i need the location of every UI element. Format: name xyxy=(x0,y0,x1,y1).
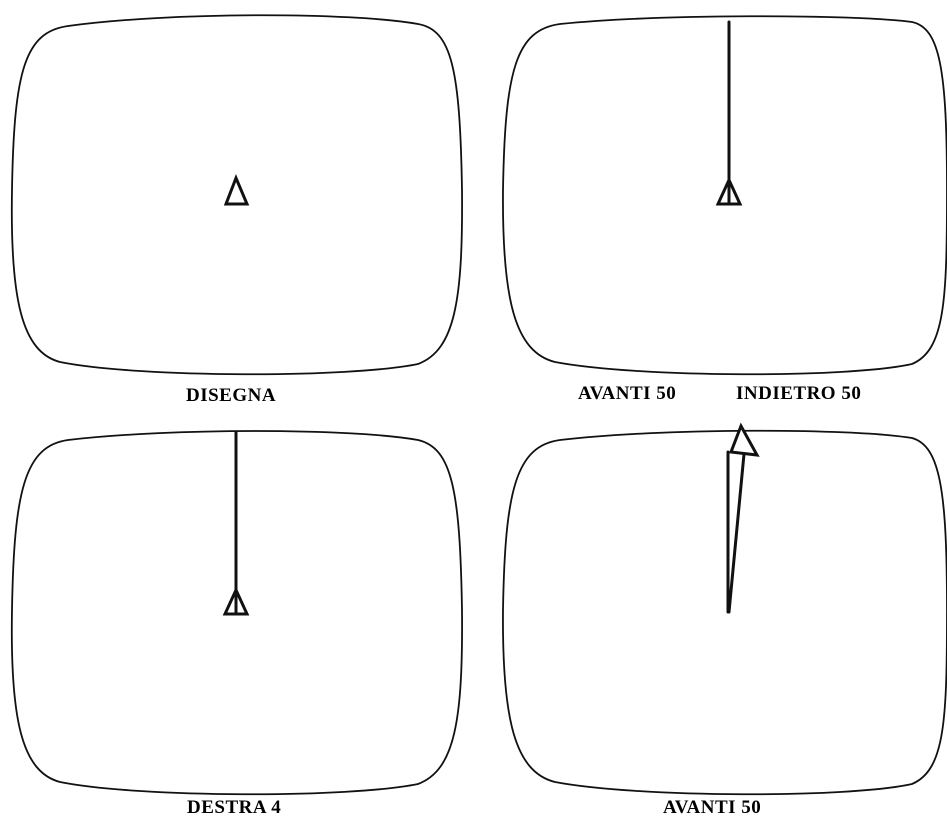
panel-avanti-indietro: AVANTI 50 INDIETRO 50 xyxy=(502,15,947,404)
panel-disegna: DISEGNA xyxy=(10,14,463,406)
caption-avanti-50: AVANTI 50 xyxy=(578,383,676,404)
turtle-cursor xyxy=(223,173,250,206)
tv-screen xyxy=(502,429,947,796)
caption-avanti-50: AVANTI 50 xyxy=(663,797,761,818)
turtle-trail-line xyxy=(727,452,746,614)
caption-destra-4: DESTRA 4 xyxy=(187,797,281,818)
turtle-cursor xyxy=(728,422,760,457)
panel-destra: DESTRA 4 xyxy=(10,430,463,818)
panel-avanti: AVANTI 50 xyxy=(502,422,947,818)
caption-indietro-50: INDIETRO 50 xyxy=(736,383,861,404)
caption-disegna: DISEGNA xyxy=(186,385,276,406)
